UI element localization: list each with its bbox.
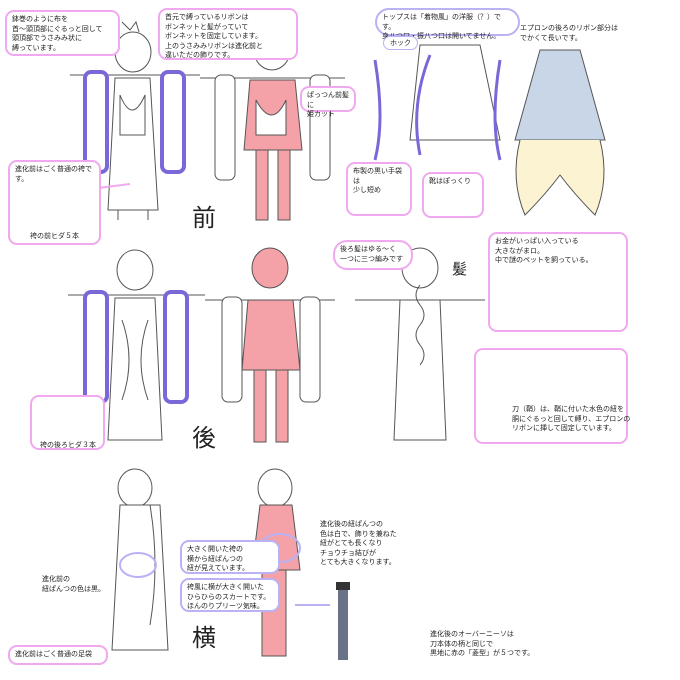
highlight-circles: [119, 533, 330, 606]
section-label-front: 前: [192, 204, 216, 232]
note-bag: お金がいっぱい入っている 大きながまロ。 中で謎のペットを飼っている。: [488, 232, 628, 332]
side-sword-sketch: [336, 582, 350, 660]
note-tops: トップスは「着物風」の洋服（？）です。 身八つ口・振八つ口は開いてません。: [375, 8, 520, 40]
label-pleat-front: 袴の前ヒダ５本: [30, 232, 79, 240]
side-plain-figure: [111, 468, 169, 651]
note-skirt: 袴風に横が大きく開いた ひらひらのスカートです。 ほんのりプリーツ気味。: [180, 578, 280, 612]
front-plain-figure: [70, 20, 200, 220]
note-braid: 後ろ髪はゆる〜く 一つに三つ編みです: [333, 240, 413, 270]
apron-back-sketch: [514, 49, 606, 216]
note-hakama-front: 進化前はごく普通の袴です。: [8, 160, 101, 245]
note-bangs: ぱっつん前髪に 姫カット: [300, 86, 356, 118]
section-label-back: 後: [192, 424, 216, 452]
note-waist-tie: 進化後の紐ぱんつの 色は白で、飾りを兼ねた 紐がとても長くなり チョウチョ結びが…: [320, 520, 397, 566]
back-colored-figure: [205, 247, 335, 443]
note-shoes: 靴はぽっくり: [422, 172, 484, 218]
tag-hook: ホック: [383, 36, 418, 50]
note-sword: [474, 348, 628, 444]
note-hair-wrap: 鉢巻のように布を 首〜頭頂部にぐるっと回して 頭頂部でうさみみ状に 縛っています…: [5, 10, 120, 56]
note-open-hakama: 大きく開いた袴の 横から紐ぱんつの 紐が見えています。: [180, 540, 280, 574]
note-pre-tie: 進化前の 紐ぱんつの色は黒。: [42, 575, 105, 593]
tops-sketch: [373, 44, 502, 161]
note-socks: 進化前はごく普通の足袋: [8, 645, 108, 665]
note-hakama-back: [30, 395, 105, 450]
note-ribbon: 首元で縛っているリボンは ボンネットと髪がっていて ボンネットを固定しています。…: [158, 8, 298, 60]
note-sword-text: 刀（鞘）は、鞘に付いた水色の紐を 胴にぐるっと回して縛り、エプロンの リボンに挿…: [512, 405, 631, 432]
section-label-hair: 髪: [452, 260, 468, 278]
note-apron-ribbon: エプロンの後ろのリボン部分は でかくて長いです。: [520, 24, 618, 42]
arrow-hakama-front: [97, 183, 131, 189]
label-pleat-back: 袴の後ろヒダ３本: [40, 441, 96, 449]
note-gloves: 布製の黒い手袋は 少し短め: [346, 162, 412, 216]
note-knee-socks: 進化後のオーバーニーソは 刀本体の柄と同じで 黒地に赤の「菱型」が５つです。: [430, 630, 535, 657]
section-label-side: 横: [192, 624, 216, 652]
